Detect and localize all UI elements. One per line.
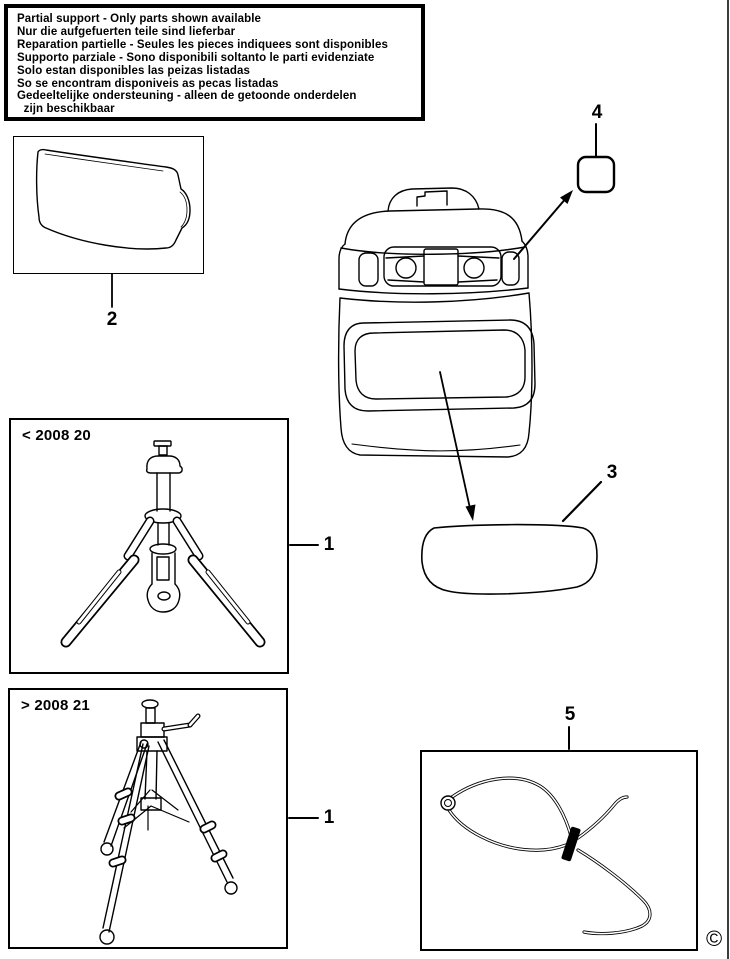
rotary-laser-level-drawing [337, 187, 536, 458]
notice-line-pt: So se encontram disponiveis as pecas lis… [17, 77, 279, 90]
callout-part-5: 5 [564, 704, 576, 725]
tripod-pre2008-box: < 2008 20 [9, 418, 289, 674]
page-edge-line [727, 0, 729, 959]
callout-part-2: 2 [106, 309, 118, 330]
callout-part-4: 4 [591, 102, 603, 123]
notice-line-it: Supporto parziale - Sono disponibili sol… [17, 51, 375, 64]
arrow-to-part-4 [513, 190, 573, 260]
part-4-drawing [576, 123, 616, 194]
notice-line-nl2: zijn beschikbaar [17, 103, 115, 116]
tripod-pre2008-title: < 2008 20 [22, 427, 91, 444]
notice-line-nl: Gedeeltelijke ondersteuning - alleen de … [17, 90, 357, 103]
tripod-post2008-box: > 2008 21 [8, 688, 288, 949]
notice-line-fr: Reparation partielle - Seules les pieces… [17, 38, 388, 51]
notice-line-en: Partial support - Only parts shown avail… [17, 13, 262, 25]
part2-box [13, 136, 204, 274]
lanyard-box [420, 750, 698, 951]
callout-part-3: 3 [606, 462, 618, 483]
arrow-to-part-3 [439, 371, 476, 521]
notice-line-es: Solo estan disponibles las peizas listad… [17, 64, 250, 77]
callout-part-1-pre2008: 1 [323, 534, 335, 555]
tripod-post2008-title: > 2008 21 [21, 697, 90, 714]
callout-part-1-post2008: 1 [323, 807, 335, 828]
copyright-symbol: © [706, 926, 723, 951]
partial-support-notice: Partial support - Only parts shown avail… [4, 4, 425, 121]
part-3-drawing [421, 480, 603, 595]
notice-line-de: Nur die aufgefuerten teile sind lieferba… [17, 25, 236, 38]
